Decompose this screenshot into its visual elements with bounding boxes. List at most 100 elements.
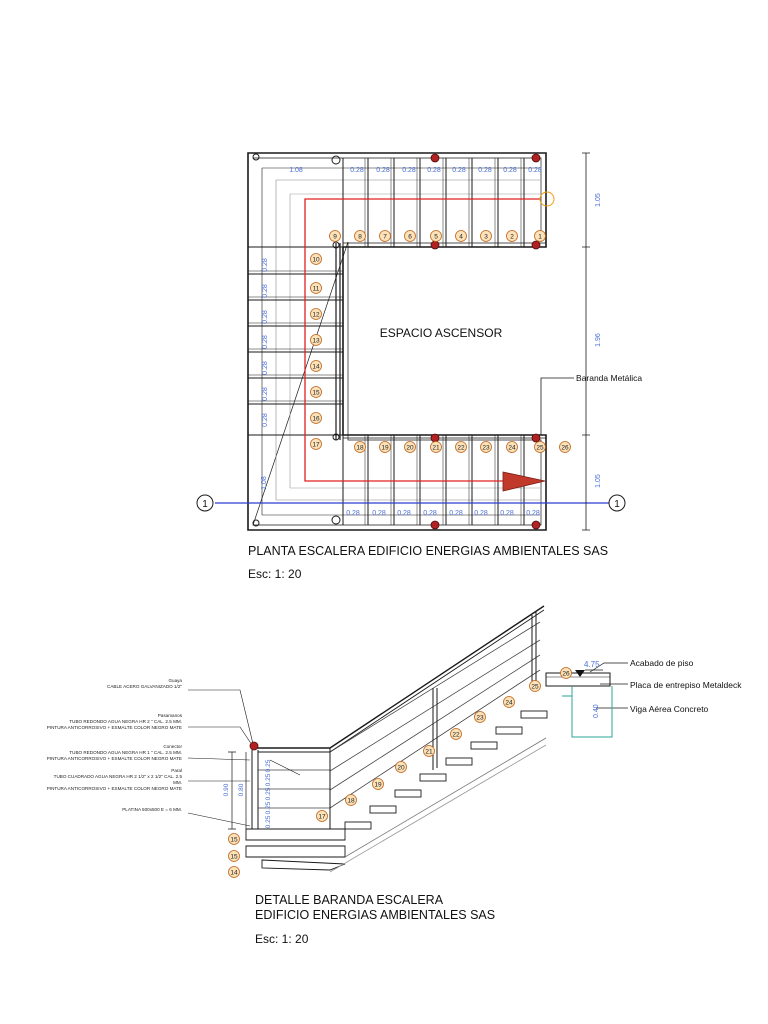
- steel-column-3: [430, 240, 440, 250]
- bottom-dim-5: 0.28: [423, 510, 437, 517]
- plan-step-22: 22: [455, 441, 467, 453]
- plan-step-26-circle: [559, 441, 571, 453]
- top-dim-5: 0.28: [427, 167, 441, 174]
- plan-step-16-label: 16: [312, 416, 320, 423]
- bottom-dim-4: 0.28: [397, 510, 411, 517]
- right-dim-3: 1.05: [595, 474, 602, 488]
- bottom-dim-8: 0.28: [500, 510, 514, 517]
- top-dim-7: 0.28: [478, 167, 492, 174]
- detail-side-dim-2: 0.25: [265, 773, 272, 786]
- plan-step-3-label: 3: [484, 234, 488, 241]
- detail-step-2: 15: [228, 850, 240, 862]
- detail-tread-1: [344, 821, 372, 830]
- steel-column-7: [430, 520, 440, 530]
- plan-step-22-label: 22: [457, 445, 465, 452]
- plan-step-20-circle: [404, 441, 416, 453]
- plan-step-6-label: 6: [408, 234, 412, 241]
- plan-step-21-label: 21: [432, 445, 440, 452]
- plan-step-9: 9: [329, 230, 341, 242]
- plan-step-7: 7: [379, 230, 391, 242]
- bottom-dim-7: 0.28: [474, 510, 488, 517]
- detail-tread-2: [369, 805, 397, 814]
- plan-step-17-circle: [310, 438, 322, 450]
- level-marker-icon: [575, 670, 585, 677]
- steel-column-1: [430, 153, 440, 163]
- plan-step-7-label: 7: [383, 234, 387, 241]
- plan-scale: Esc: 1: 20: [248, 567, 302, 581]
- plan-step-15-circle: [310, 386, 322, 398]
- plan-step-21-circle: [430, 441, 442, 453]
- plan-step-25: 25: [534, 441, 546, 453]
- detail-step-12-circle: [529, 680, 541, 692]
- deck-label: Placa de entrepiso Metaldeck: [630, 680, 742, 690]
- detail-step-9-label: 22: [452, 732, 460, 739]
- detail-step-1: 14: [228, 866, 240, 878]
- spec-note-3-line-1: TUBO REDONDO AGUA NEGRA HR 1 " CAL. 2.5 …: [69, 750, 182, 755]
- plan-step-13-label: 13: [312, 338, 320, 345]
- detail-step-1-label: 14: [230, 870, 238, 877]
- plan-step-3: 3: [480, 230, 492, 242]
- plan-step-5-label: 5: [434, 234, 438, 241]
- railing-detail: [187, 605, 628, 873]
- floor-finish-label: Acabado de piso: [630, 658, 694, 668]
- plan-step-1-circle: [534, 230, 546, 242]
- detail-step-13: 26: [560, 667, 572, 679]
- plan-step-9-label: 9: [333, 234, 337, 241]
- detail-step-10-circle: [474, 711, 486, 723]
- plan-step-3-circle: [480, 230, 492, 242]
- detail-step-6-circle: [372, 778, 384, 790]
- plan-step-5-circle: [430, 230, 442, 242]
- plan-step-6-circle: [404, 230, 416, 242]
- steel-column-6: [531, 433, 541, 443]
- spec-note-2-title: Pasamanos: [158, 713, 183, 718]
- plan-step-19-label: 19: [381, 445, 389, 452]
- bottom-dim-1: 1.08: [261, 476, 268, 490]
- plan-step-6: 6: [404, 230, 416, 242]
- detail-side-dim-1: 0.25: [265, 759, 272, 772]
- spec-note-4-line-2: MM.: [173, 780, 182, 785]
- detail-tread-3: [394, 789, 422, 798]
- detail-step-4-label: 17: [318, 814, 326, 821]
- plan-step-11: 11: [310, 282, 322, 294]
- detail-step-7: 20: [395, 761, 407, 773]
- detail-side-dim-4: 0.25: [265, 801, 272, 814]
- detail-step-7-label: 20: [397, 765, 405, 772]
- plan-step-13: 13: [310, 334, 322, 346]
- detail-scale: Esc: 1: 20: [255, 932, 309, 946]
- detail-step-11-label: 24: [505, 700, 513, 707]
- spec-note-1-title: Guaya: [168, 678, 182, 683]
- plan-step-24: 24: [506, 441, 518, 453]
- bottom-dim-9: 0.28: [526, 510, 540, 517]
- detail-step-8-circle: [423, 745, 435, 757]
- beam-label: Viga Aérea Concreto: [630, 704, 709, 714]
- plan-step-26: 26: [559, 441, 571, 453]
- plan-step-19-circle: [379, 441, 391, 453]
- detail-step-5-circle: [345, 794, 357, 806]
- left-dim-2: 0.28: [262, 284, 269, 298]
- grid-bubble-left-label: 1: [202, 499, 208, 510]
- plan-step-12-circle: [310, 308, 322, 320]
- detail-height-dim-b: 0.80: [238, 783, 245, 796]
- plan-step-22-circle: [455, 441, 467, 453]
- plan-step-21: 21: [430, 441, 442, 453]
- plan-step-10: 10: [310, 253, 322, 265]
- spec-note-3-line-2: PINTURA ANTICORROSIVO + ESMALTE COLOR NE…: [47, 756, 182, 761]
- detail-step-6: 19: [372, 778, 384, 790]
- spec-note-2-line-2: PINTURA ANTICORROSIVO + ESMALTE COLOR NE…: [47, 725, 182, 730]
- plan-step-16: 16: [310, 412, 322, 424]
- top-dim-6: 0.28: [452, 167, 466, 174]
- plan-step-14-circle: [310, 360, 322, 372]
- plan-step-24-circle: [506, 441, 518, 453]
- top-dim-8: 0.28: [503, 167, 517, 174]
- plan-step-16-circle: [310, 412, 322, 424]
- top-dim-1: 1.08: [289, 167, 303, 174]
- detail-step-1-circle: [228, 866, 240, 878]
- detail-step-11: 24: [503, 696, 515, 708]
- detail-step-7-circle: [395, 761, 407, 773]
- detail-step-3: 15: [228, 833, 240, 845]
- beam-dimension: 0.40: [593, 704, 600, 718]
- plan-step-14: 14: [310, 360, 322, 372]
